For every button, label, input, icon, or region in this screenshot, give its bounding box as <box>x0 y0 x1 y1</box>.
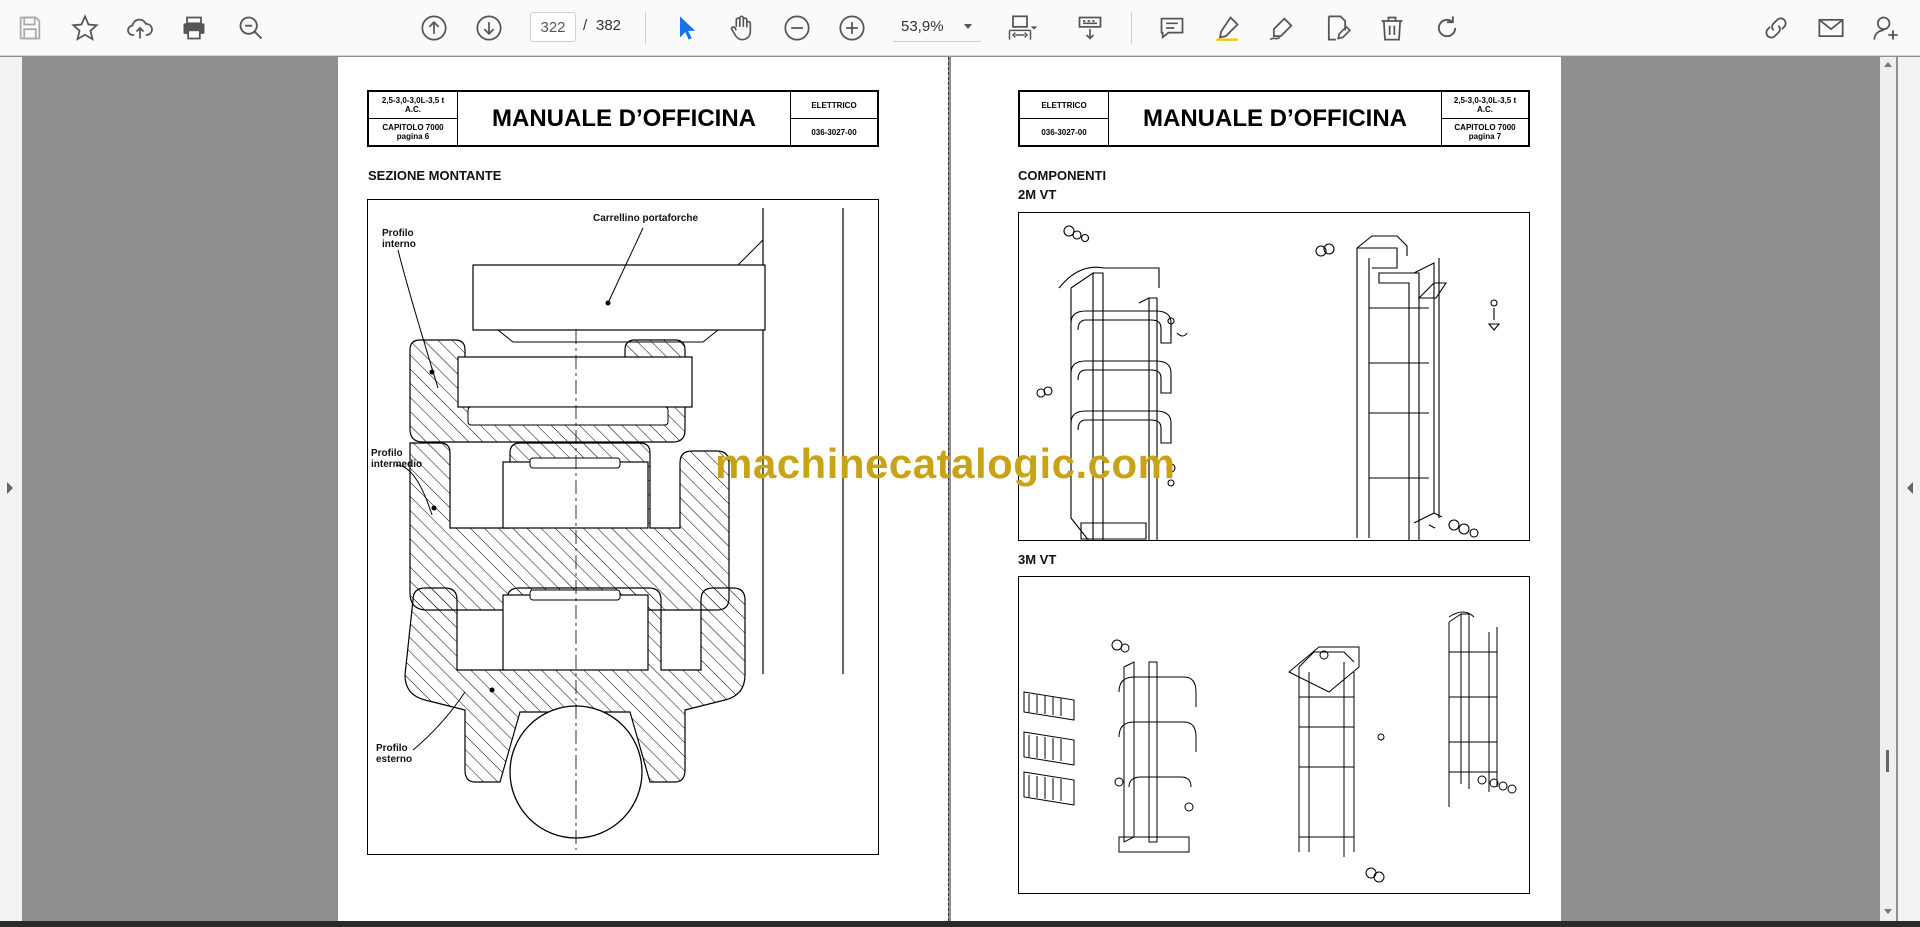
mail-icon[interactable] <box>1813 10 1849 46</box>
subsection-2m-vt: 2M VT <box>1018 187 1057 202</box>
bottom-bar <box>0 921 1920 927</box>
zoom-out-icon[interactable] <box>779 10 815 46</box>
pdf-page-right: ELETTRICO 036-3027-00 MANUALE D’OFFICINA… <box>951 57 1561 921</box>
header-title: MANUALE D’OFFICINA <box>457 91 791 146</box>
scrollbar-thumb[interactable] <box>1886 750 1889 772</box>
header-chapter: CAPITOLO 7000 pagina 7 <box>1441 118 1529 146</box>
left-panel-toggle[interactable] <box>0 57 22 921</box>
subsection-3m-vt: 3M VT <box>1018 552 1057 567</box>
share-link-icon[interactable] <box>1758 10 1794 46</box>
zoom-level-select[interactable]: 53,9% <box>893 12 981 42</box>
edit-text-icon[interactable] <box>1319 10 1355 46</box>
redo-icon[interactable] <box>1429 10 1465 46</box>
header-code: 036-3027-00 <box>790 118 878 146</box>
header-code: 036-3027-00 <box>1019 118 1109 146</box>
header-title: MANUALE D’OFFICINA <box>1108 91 1442 146</box>
section-title: COMPONENTI <box>1018 168 1107 183</box>
page-separator: / <box>583 17 588 34</box>
trash-icon[interactable] <box>1374 10 1410 46</box>
page-number-input[interactable]: 322 <box>530 12 576 42</box>
scroll-mode-icon[interactable] <box>1072 10 1108 46</box>
highlight-pen-icon[interactable] <box>1209 10 1245 46</box>
zoom-in-icon[interactable] <box>834 10 870 46</box>
draw-pen-icon[interactable] <box>1264 10 1300 46</box>
page-total: 382 <box>596 17 622 34</box>
hand-tool-icon[interactable] <box>723 10 759 46</box>
print-icon[interactable] <box>176 10 212 46</box>
label-carriage: Carrellino portaforche <box>593 213 699 224</box>
header-models: 2,5-3,0-3,0L-3,5 t A.C. <box>1441 91 1529 119</box>
page-down-icon[interactable] <box>471 10 507 46</box>
watermark: machinecatalogic.com <box>715 440 1176 487</box>
pdf-page-left: 2,5-3,0-3,0L-3,5 t A.C. CAPITOLO 7000 pa… <box>338 57 948 921</box>
section-title: SEZIONE MONTANTE <box>368 168 502 183</box>
header-category: ELETTRICO <box>790 91 878 119</box>
label-inner-profile: Profilo interno <box>382 228 416 250</box>
page-header-table: 2,5-3,0-3,0L-3,5 t A.C. CAPITOLO 7000 pa… <box>367 90 879 147</box>
right-panel-toggle[interactable] <box>1898 57 1920 921</box>
exploded-view-3m-vt <box>1018 576 1530 894</box>
exploded-view-2m-vt <box>1018 212 1530 541</box>
toolbar-divider <box>1131 12 1132 44</box>
label-middle-profile: Profilo intermedio <box>371 448 423 470</box>
toolbar: 322 / 382 53,9% <box>0 0 1920 56</box>
header-category: ELETTRICO <box>1019 91 1109 119</box>
save-icon[interactable] <box>12 10 48 46</box>
mast-section-diagram: Carrellino portaforche Profilo interno P… <box>367 199 879 855</box>
add-user-icon[interactable] <box>1868 10 1904 46</box>
header-models: 2,5-3,0-3,0L-3,5 t A.C. <box>368 91 458 119</box>
page-fit-icon[interactable] <box>1002 10 1038 46</box>
zoom-search-icon[interactable] <box>233 10 269 46</box>
cloud-upload-icon[interactable] <box>122 10 158 46</box>
page-up-icon[interactable] <box>416 10 452 46</box>
star-icon[interactable] <box>67 10 103 46</box>
header-chapter: CAPITOLO 7000 pagina 6 <box>368 118 458 146</box>
label-outer-profile: Profilo esterno <box>376 743 413 765</box>
vertical-scrollbar[interactable] <box>1880 57 1896 921</box>
toolbar-divider <box>645 12 646 44</box>
page-spread-divider <box>948 57 949 921</box>
chevron-down-icon[interactable] <box>964 24 972 29</box>
select-cursor-icon[interactable] <box>669 10 705 46</box>
chevron-down-icon[interactable] <box>1027 10 1041 46</box>
page-header-table: ELETTRICO 036-3027-00 MANUALE D’OFFICINA… <box>1018 90 1530 147</box>
comment-icon[interactable] <box>1154 10 1190 46</box>
